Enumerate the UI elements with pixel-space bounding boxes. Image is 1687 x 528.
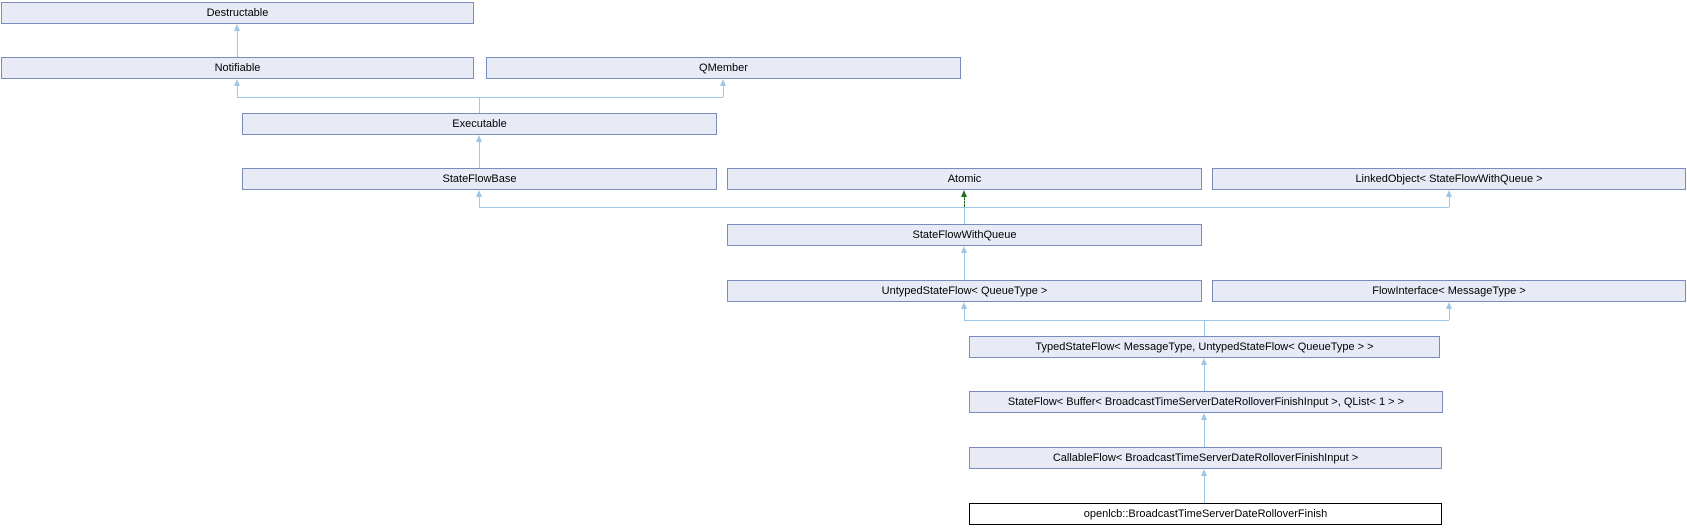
arrowhead-typedstateflow-to-flowinterface [1445, 302, 1452, 309]
class-node-stateflowwithqueue[interactable]: StateFlowWithQueue [727, 224, 1202, 246]
class-node-untypedstateflow[interactable]: UntypedStateFlow< QueueType > [727, 280, 1202, 302]
class-node-qmember[interactable]: QMember [486, 57, 961, 79]
class-node-notifiable[interactable]: Notifiable [1, 57, 474, 79]
arrowhead-stateflowwithqueue-to-stateflowbase [475, 190, 482, 197]
arrowhead-stateflow-to-typedstateflow [1200, 358, 1207, 365]
edge-stateflowwithqueue-to-linkedobject [1449, 197, 1450, 207]
edge-typedstateflow-to-flowinterface [1449, 309, 1450, 320]
arrowhead-executable-to-notifiable [233, 79, 240, 86]
class-node-destructable[interactable]: Destructable [1, 2, 474, 24]
edge-stateflow-to-typedstateflow [1204, 365, 1205, 391]
class-node-callableflow[interactable]: CallableFlow< BroadcastTimeServerDateRol… [969, 447, 1442, 469]
class-node-flowinterface[interactable]: FlowInterface< MessageType > [1212, 280, 1686, 302]
arrowhead-typedstateflow-to-untypedstateflow [960, 302, 967, 309]
arrowhead-callableflow-to-stateflow [1200, 413, 1207, 420]
edge-typedstateflow-riser [1204, 320, 1205, 336]
edge-stateflowwithqueue-to-stateflowbase [479, 197, 480, 207]
edge-current-to-callableflow [1204, 476, 1205, 503]
edge-executable-to-qmember [723, 86, 724, 97]
arrowhead-stateflowwithqueue-to-atomic-protected [960, 190, 967, 197]
edge-callableflow-to-stateflow [1204, 420, 1205, 447]
arrowhead-untypedstateflow-to-stateflowwithqueue [960, 246, 967, 253]
edge-executable-to-notifiable [237, 86, 238, 97]
edge-stateflowwithqueue-junction [479, 207, 1449, 208]
arrowhead-current-to-callableflow [1200, 469, 1207, 476]
edge-notifiable-to-destructable [237, 31, 238, 57]
class-node-executable[interactable]: Executable [242, 113, 717, 135]
edge-stateflowwithqueue-to-atomic-protected [964, 197, 965, 207]
edge-typedstateflow-to-untypedstateflow [964, 309, 965, 320]
class-node-current-openlcb-broadcasttimeserverdaterolloverfinish: openlcb::BroadcastTimeServerDateRollover… [969, 503, 1442, 525]
edge-stateflowbase-to-executable [479, 142, 480, 168]
class-node-typedstateflow[interactable]: TypedStateFlow< MessageType, UntypedStat… [969, 336, 1440, 358]
edge-stateflowwithqueue-riser [964, 207, 965, 224]
edge-executable-riser [479, 97, 480, 113]
arrowhead-stateflowwithqueue-to-linkedobject [1445, 190, 1452, 197]
class-node-linkedobject[interactable]: LinkedObject< StateFlowWithQueue > [1212, 168, 1686, 190]
edge-typedstateflow-junction [964, 320, 1449, 321]
arrowhead-notifiable-to-destructable [233, 24, 240, 31]
edge-untypedstateflow-to-stateflowwithqueue [964, 253, 965, 280]
arrowhead-stateflowbase-to-executable [475, 135, 482, 142]
edge-executable-junction [237, 97, 723, 98]
class-node-stateflow[interactable]: StateFlow< Buffer< BroadcastTimeServerDa… [969, 391, 1443, 413]
class-node-atomic[interactable]: Atomic [727, 168, 1202, 190]
arrowhead-executable-to-qmember [719, 79, 726, 86]
class-node-stateflowbase[interactable]: StateFlowBase [242, 168, 717, 190]
